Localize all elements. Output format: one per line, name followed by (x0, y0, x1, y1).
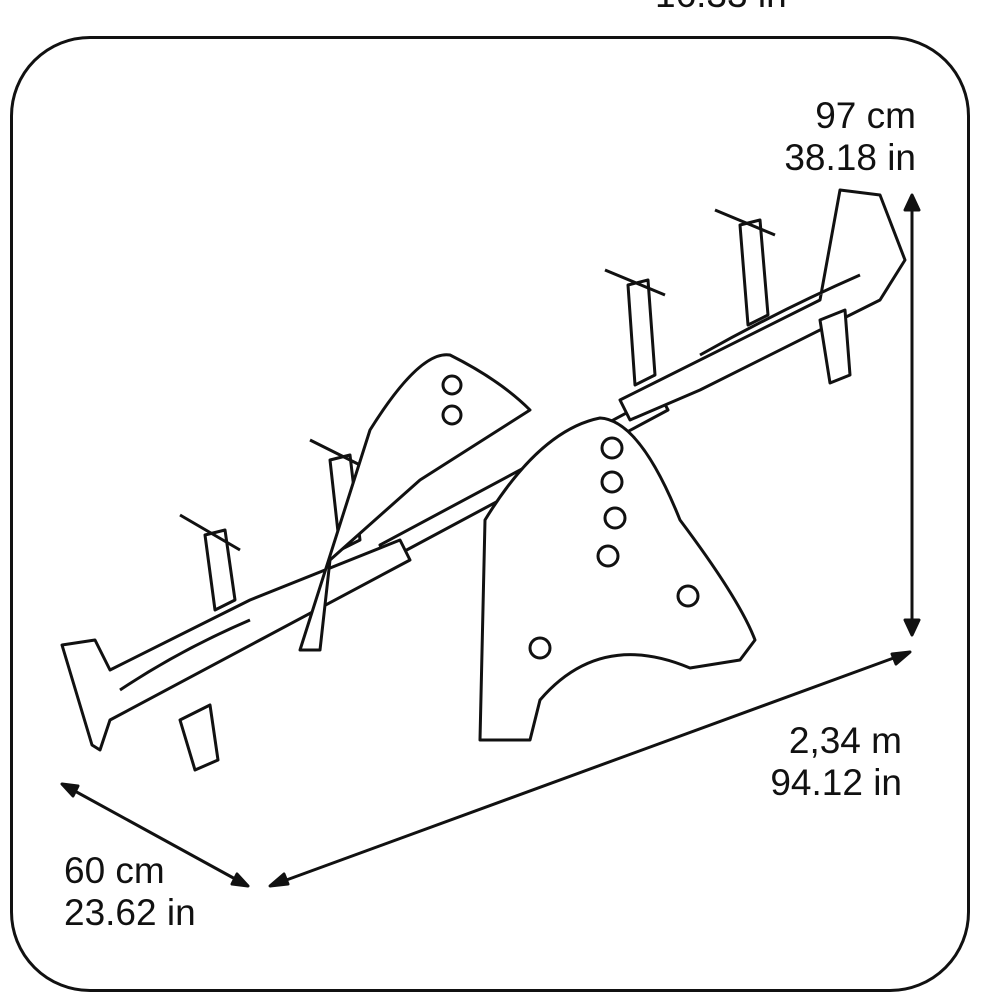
length-imperial: 94.12 in (770, 762, 902, 803)
height-dimension-line (903, 193, 921, 637)
top-cut-dimension-label: 16.33 in (655, 0, 787, 16)
width-imperial: 23.62 in (64, 892, 196, 933)
width-label: 60 cm 23.62 in (64, 850, 196, 934)
front-support (441, 374, 757, 742)
width-dimension-line (60, 782, 250, 888)
length-label: 2,34 m 94.12 in (770, 720, 902, 804)
height-metric: 97 cm (815, 95, 916, 136)
width-metric: 60 cm (64, 850, 165, 891)
border-frame (10, 36, 970, 992)
height-imperial: 38.18 in (784, 137, 916, 178)
height-label: 97 cm 38.18 in (784, 95, 916, 179)
back-support (298, 353, 532, 652)
length-metric: 2,34 m (788, 720, 902, 761)
length-dimension-line (268, 650, 912, 888)
